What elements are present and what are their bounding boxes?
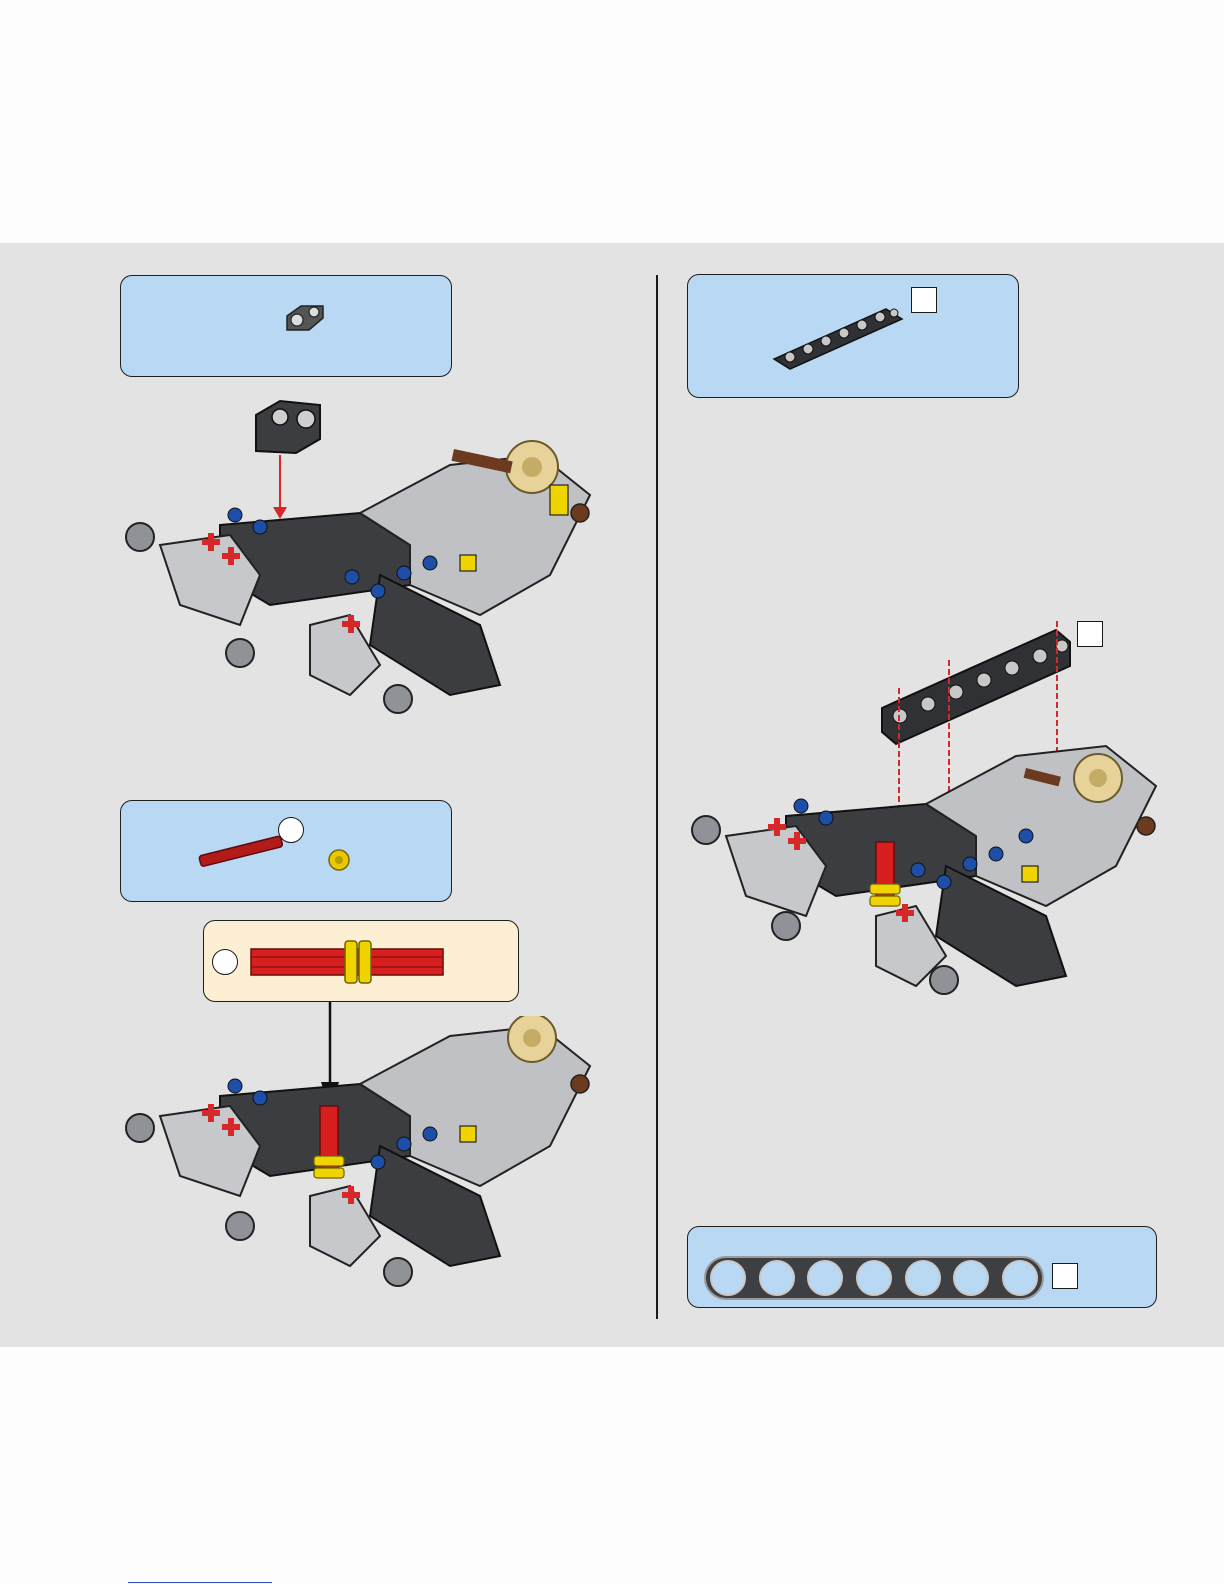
column-divider	[656, 275, 658, 1319]
subassembly-callout	[203, 920, 519, 1002]
liftarm-7-icon	[768, 295, 908, 375]
pin-connector-part	[256, 401, 320, 453]
parts-callout-step-b	[120, 800, 452, 902]
liftarm-scale-icon	[704, 1256, 1044, 1300]
model-step-c	[686, 618, 1176, 1028]
footer-link-underline[interactable]	[128, 1582, 272, 1583]
quantity-marker	[212, 949, 238, 975]
parts-callout-step-c	[687, 274, 1019, 398]
model-step-b	[120, 1016, 610, 1298]
model-step-a	[120, 395, 610, 725]
red-axle-icon	[197, 831, 283, 873]
gear-icon	[508, 1016, 556, 1062]
gear-icon	[1074, 754, 1122, 802]
length-marker	[1052, 1263, 1078, 1289]
axle-with-bushes-icon	[249, 939, 445, 985]
quantity-marker	[911, 287, 937, 313]
yellow-bush-icon	[326, 847, 352, 873]
quantity-marker	[278, 817, 304, 843]
liftarm-part	[882, 630, 1070, 744]
pin-connector-icon	[281, 298, 329, 338]
parts-callout-step-a	[120, 275, 452, 377]
